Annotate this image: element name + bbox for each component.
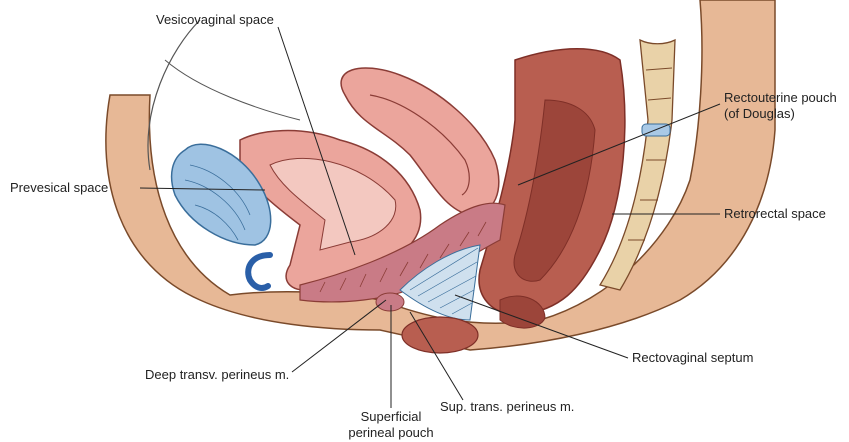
superficial-perineal-pouch xyxy=(376,293,404,311)
urethra xyxy=(248,255,270,288)
label-superficial-1: Superficial xyxy=(361,409,422,424)
label-vesicovaginal: Vesicovaginal space xyxy=(156,12,274,27)
label-deep-transv: Deep transv. perineus m. xyxy=(145,367,289,382)
label-rectouterine-2: (of Douglas) xyxy=(724,106,795,121)
label-rectouterine-1: Rectouterine pouch xyxy=(724,90,837,105)
label-sup-trans: Sup. trans. perineus m. xyxy=(440,399,574,414)
label-prevesical: Prevesical space xyxy=(10,180,108,195)
perineal-body xyxy=(402,317,478,353)
label-superficial-2: perineal pouch xyxy=(348,425,433,440)
label-retrorectal: Retrorectal space xyxy=(724,206,826,221)
peritoneal-line xyxy=(165,60,300,120)
label-rectovaginal: Rectovaginal septum xyxy=(632,350,753,365)
